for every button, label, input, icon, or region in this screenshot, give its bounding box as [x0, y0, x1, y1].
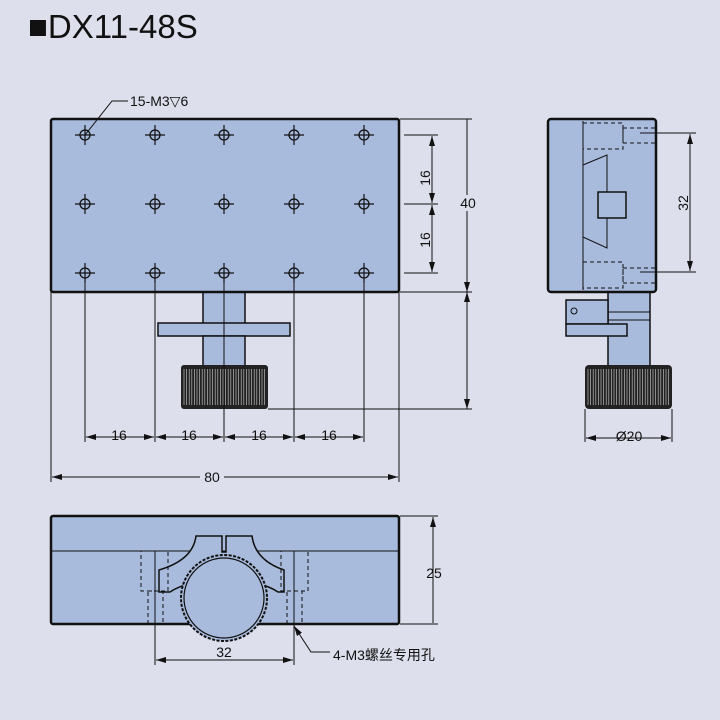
dim-width-80: 80	[204, 469, 220, 485]
side-collar	[565, 299, 609, 325]
front-hole-callout: 4-M3螺丝专用孔	[333, 647, 435, 663]
dim-pitch-x-2: 16	[181, 427, 197, 443]
hole-icon	[145, 194, 165, 214]
dim-front-25: 25	[426, 565, 442, 581]
hole-icon	[75, 194, 95, 214]
hole-icon	[214, 125, 234, 145]
hole-icon	[75, 263, 95, 283]
hole-icon	[214, 263, 234, 283]
front-view: 32 25 4-M3螺丝专用孔	[49, 514, 442, 665]
hole-icon	[284, 194, 304, 214]
side-view: 32 Ø20	[546, 117, 696, 444]
top-view: 15-M3▽6 16 16 40 16 16 16 16 80	[49, 93, 478, 485]
side-knob	[585, 365, 672, 409]
dim-front-32: 32	[216, 644, 232, 660]
hole-icon	[214, 194, 234, 214]
hole-icon	[145, 263, 165, 283]
hole-icon	[284, 263, 304, 283]
hole-icon	[284, 125, 304, 145]
dim-pitch-x-4: 16	[321, 427, 337, 443]
mounting-holes	[75, 125, 374, 283]
hole-callout: 15-M3▽6	[130, 93, 188, 109]
dim-height-40: 40	[460, 195, 476, 211]
dim-pitch-y-1: 16	[417, 170, 433, 186]
dim-pitch-x-1: 16	[111, 427, 127, 443]
hole-icon	[354, 263, 374, 283]
hole-icon	[354, 194, 374, 214]
drawing-title: ■DX11-48S	[28, 8, 198, 45]
hole-icon	[145, 125, 165, 145]
stage-body	[49, 117, 401, 294]
hole-icon	[354, 125, 374, 145]
dim-knob-diameter: Ø20	[616, 428, 643, 444]
dim-pitch-y-2: 16	[417, 232, 433, 248]
dim-pitch-x-3: 16	[251, 427, 267, 443]
dim-hole-spacing-32: 32	[675, 195, 691, 211]
